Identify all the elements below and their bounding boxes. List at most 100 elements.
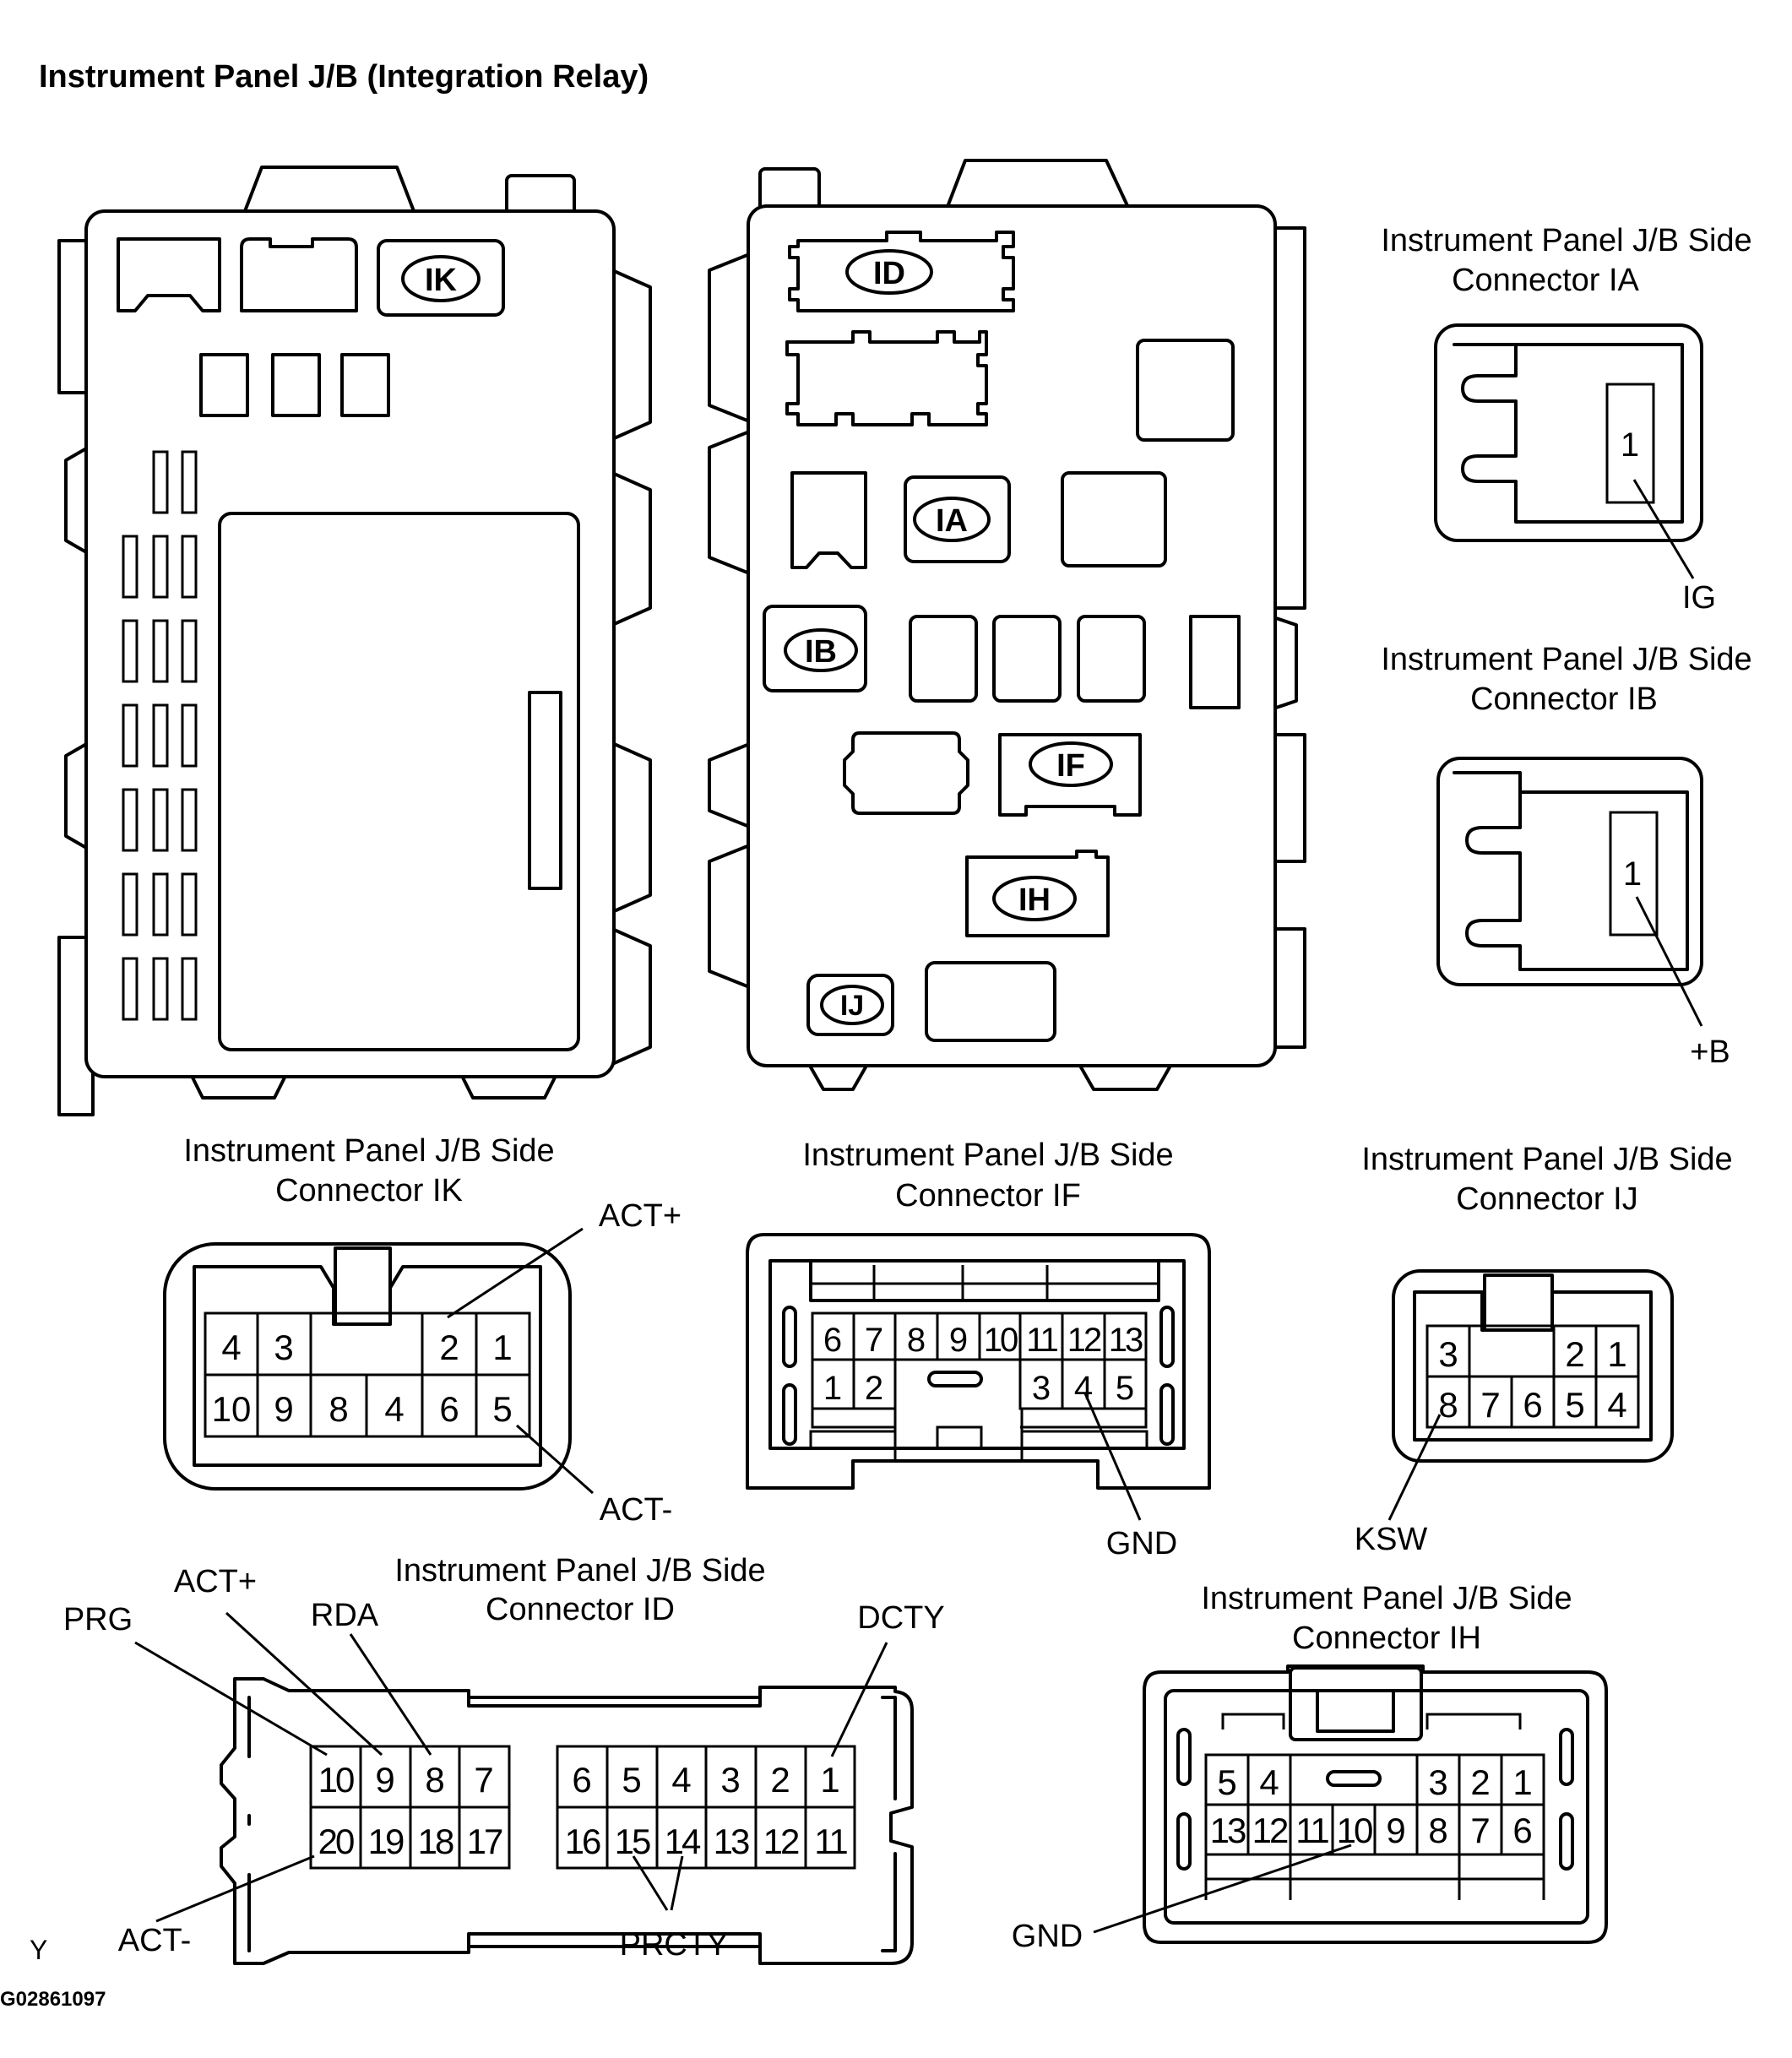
- connector-ik-pin: 9: [274, 1389, 293, 1429]
- connector-if-subtitle: Connector IF: [895, 1178, 1081, 1214]
- connector-ih: Instrument Panel J/B Side Connector IH 5…: [1012, 1581, 1608, 1954]
- fuse-slot: [181, 703, 198, 768]
- connector-id-pin: 10: [318, 1760, 354, 1800]
- connector-ik-subtitle: Connector IK: [275, 1173, 463, 1208]
- connector-if-pin: 3: [1032, 1370, 1051, 1407]
- jb-label-ik: IK: [401, 255, 481, 302]
- connector-if-pin: 10: [984, 1322, 1018, 1359]
- connector-id-pin: 19: [368, 1822, 404, 1861]
- svg-text:IA: IA: [936, 503, 968, 539]
- jb-label-ib: IB: [784, 628, 858, 672]
- connector-id-pin: 4: [671, 1760, 691, 1800]
- connector-ij-pin: 4: [1607, 1385, 1626, 1425]
- connector-id-callout: ACT-: [118, 1923, 192, 1958]
- connector-ih-callout: GND: [1012, 1919, 1083, 1954]
- fuse-slot: [152, 619, 169, 683]
- jb-label-ih: IH: [992, 876, 1077, 921]
- svg-text:IH: IH: [1018, 882, 1051, 918]
- connector-id-callout: ACT+: [174, 1564, 257, 1599]
- connector-id-pin: 11: [814, 1822, 847, 1861]
- connector-ik-pin: 5: [492, 1389, 512, 1429]
- connector-id-grid: [309, 1745, 856, 1870]
- connector-if-pin: 5: [1116, 1370, 1134, 1407]
- connector-id-callout: DCTY: [857, 1600, 944, 1636]
- connector-ia: Instrument Panel J/B Side Connector IA 1…: [1381, 223, 1751, 616]
- connector-if-pin: 11: [1026, 1322, 1057, 1359]
- connector-ij-title: Instrument Panel J/B Side: [1361, 1142, 1732, 1177]
- connector-id-pin: 20: [318, 1822, 354, 1861]
- connector-ih-pin: 6: [1512, 1811, 1532, 1850]
- connector-id-callout: PRG: [63, 1602, 133, 1637]
- svg-text:IK: IK: [425, 263, 458, 298]
- connector-ib-subtitle: Connector IB: [1470, 681, 1658, 717]
- connector-ik-pin: 8: [329, 1389, 348, 1429]
- connector-id-pin: 15: [615, 1822, 650, 1861]
- connector-id-pin: 7: [474, 1760, 493, 1800]
- connector-id-subtitle: Connector ID: [486, 1592, 675, 1627]
- connector-ih-pin: 9: [1386, 1811, 1405, 1850]
- jb-left-body: [57, 166, 652, 1116]
- connector-id-title: Instrument Panel J/B Side: [394, 1553, 765, 1588]
- fuse-slot: [122, 703, 138, 768]
- connector-ih-title: Instrument Panel J/B Side: [1201, 1581, 1572, 1616]
- connector-id-pin: 1: [820, 1760, 839, 1800]
- connector-ij-grid: [1425, 1324, 1640, 1429]
- connector-id-pin: 3: [720, 1760, 740, 1800]
- connector-ij-pin: 8: [1438, 1385, 1458, 1425]
- page-title: Instrument Panel J/B (Integration Relay): [39, 59, 649, 95]
- connector-if-pin: 8: [907, 1322, 926, 1359]
- connector-ik-grid: [204, 1311, 531, 1438]
- jb-label-id: ID: [845, 249, 933, 295]
- connector-if-grid: [809, 1311, 1149, 1461]
- connector-ik-pin: 4: [384, 1389, 404, 1429]
- fuse-slot: [181, 788, 198, 852]
- fuse-slot: [181, 957, 198, 1021]
- connector-ia-callout: IG: [1682, 580, 1716, 616]
- connector-ih-pin: 1: [1512, 1762, 1532, 1802]
- connector-id-pin: 8: [425, 1760, 444, 1800]
- fuse-slot: [181, 872, 198, 937]
- connector-id-pin: 6: [572, 1760, 591, 1800]
- connector-ih-pin: 13: [1210, 1811, 1246, 1850]
- jb-label-ij: IJ: [820, 985, 884, 1025]
- fuse-slot: [152, 703, 169, 768]
- fuse-slot: [122, 872, 138, 937]
- connector-ih-pin: 4: [1259, 1762, 1279, 1802]
- connector-if: Instrument Panel J/B Side Connector IF: [746, 1138, 1211, 1561]
- connector-id-callout: RDA: [311, 1598, 379, 1633]
- connector-ih-pin: 7: [1470, 1811, 1490, 1850]
- fuse-slot: [122, 957, 138, 1021]
- fuse-slot: [152, 788, 169, 852]
- connector-ik-pin: 6: [439, 1389, 459, 1429]
- connector-if-pin: 2: [865, 1370, 883, 1407]
- svg-text:IJ: IJ: [840, 990, 864, 1022]
- fuse-slot: [181, 535, 198, 599]
- connector-if-title: Instrument Panel J/B Side: [802, 1138, 1173, 1173]
- fuse-slot: [122, 788, 138, 852]
- fuse-slot: [181, 450, 198, 514]
- fuse-slot: [152, 535, 169, 599]
- connector-ia-subtitle: Connector IA: [1452, 263, 1639, 298]
- connector-id: Instrument Panel J/B Side Connector ID 1…: [63, 1553, 945, 1965]
- connector-ih-grid: [1204, 1753, 1545, 1900]
- connector-ih-pin: 5: [1217, 1762, 1236, 1802]
- connector-ib-title: Instrument Panel J/B Side: [1381, 642, 1751, 677]
- connector-ih-pin: 2: [1470, 1762, 1490, 1802]
- connector-id-pin: 9: [375, 1760, 394, 1800]
- footer-mark: Y: [30, 1935, 47, 1965]
- connector-ij-pin: 7: [1480, 1385, 1500, 1425]
- connector-ih-subtitle: Connector IH: [1292, 1621, 1481, 1656]
- connector-ik-pin: 3: [274, 1328, 293, 1367]
- connector-ij-pin: 5: [1565, 1385, 1584, 1425]
- connector-id-callout: PRCTY: [620, 1927, 729, 1963]
- svg-text:ID: ID: [873, 256, 905, 291]
- jb-right-body: [708, 159, 1306, 1091]
- connector-ij-pin: 1: [1607, 1334, 1626, 1374]
- connector-if-callout: GND: [1106, 1526, 1177, 1561]
- jb-label-ia: IA: [913, 497, 991, 542]
- connector-ik-pin: 4: [221, 1328, 241, 1367]
- footer-code: G02861097: [0, 1988, 106, 2011]
- connector-if-pin: 7: [865, 1322, 883, 1359]
- connector-ih-pin: 3: [1428, 1762, 1447, 1802]
